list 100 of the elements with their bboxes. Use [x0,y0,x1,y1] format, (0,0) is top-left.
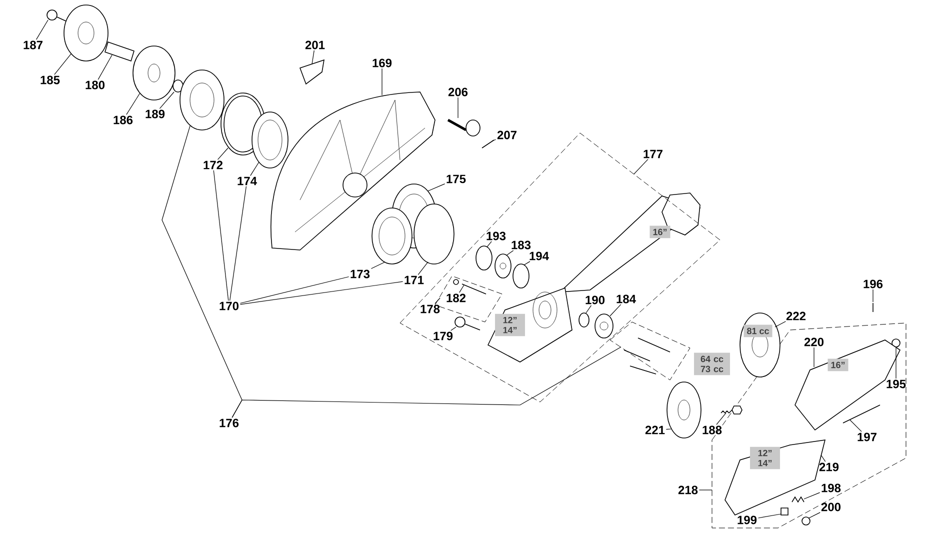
bolt [454,316,480,330]
callout-number: 219 [819,462,839,472]
leader-line [492,139,496,142]
callout-number: 186 [114,116,133,124]
callout-number: 187 [24,40,42,50]
callout-number: 200 [821,502,841,512]
leader-line [36,20,48,40]
group-outline [610,322,690,380]
leader-line [213,170,229,301]
leader-line [217,148,228,160]
callout-number: 174 [238,176,257,186]
leader-line [98,54,112,80]
bearing [594,314,614,338]
leader-line [240,281,404,305]
callout-number: 198 [822,484,841,492]
callout-number: 175 [446,174,466,184]
bearing [494,254,512,278]
leader-line [250,162,260,176]
leader-line [524,261,530,266]
callout-number: 183 [512,240,531,250]
callout-number: 197 [858,432,876,442]
flange [180,70,224,130]
leader-line [804,492,820,500]
leader-line [774,321,786,328]
callout-number: 180 [86,80,105,90]
bolt [46,10,68,22]
leader-line [634,159,648,174]
bearing [578,312,590,328]
callout-number: 170 [220,302,239,310]
callout-number: 169 [372,58,392,68]
pin [453,279,486,294]
callout-number: 171 [404,276,424,284]
leader-line [240,276,350,304]
leader-line [434,298,440,304]
disc [132,46,176,100]
leader-line [486,241,492,248]
size-tag: 81 cc [744,324,772,338]
callout-number: 222 [786,312,806,320]
callout-number: 173 [350,270,370,278]
callout-number: 194 [530,252,549,260]
size-tag: 12” 14” [750,446,780,470]
callout-number: 199 [738,516,757,524]
callout-number: 189 [146,110,165,118]
callout-number: 201 [305,40,325,50]
leader-line [610,304,622,316]
nut [780,508,788,516]
callout-number: 218 [678,486,698,494]
callout-number: 184 [616,294,636,304]
blade-guard [270,92,436,250]
callout-number: 182 [446,294,466,302]
callout-number: 207 [497,130,516,140]
rod [842,404,880,424]
ring [252,112,288,168]
leader-line [126,92,140,115]
leader-line [459,284,464,293]
washer [892,338,900,348]
spring [792,496,804,503]
leader-line [230,186,247,301]
callout-number: 193 [486,232,506,240]
nut [802,516,810,526]
size-tag: 16” [650,226,670,238]
callout-number: 196 [864,280,883,288]
leader-line [820,454,826,462]
nut [172,80,184,92]
ring [512,264,530,288]
leader-line [418,262,428,275]
leader-line [159,92,174,109]
leader-line [586,305,592,314]
callout-number: 172 [204,160,223,170]
leader-line [808,512,820,518]
size-tag: 12” 14” [495,314,525,336]
leader-line [758,514,782,518]
callout-number: 206 [448,88,468,96]
size-tag: 64 cc 73 cc [694,352,730,376]
callout-number: 179 [434,332,453,340]
leader-line [54,54,72,75]
callout-number: 185 [40,76,60,84]
callout-number: 220 [804,338,824,346]
size-tag: 16” [828,358,848,372]
callout-number: 177 [644,150,662,158]
leader-line [450,326,456,331]
leader-line [506,250,514,256]
callout-number: 221 [645,426,665,434]
leader-line [850,420,862,432]
disc [64,4,108,62]
bolt [720,406,742,414]
pulley [666,382,702,438]
leader-line [312,50,314,64]
ring [476,246,492,270]
callout-number: 195 [886,380,906,388]
callout-number: 178 [420,304,440,314]
leader-line [666,428,672,430]
callout-number: 190 [586,296,605,304]
lever [447,118,480,136]
leader-line [370,262,386,269]
leader-line [232,346,622,418]
callout-number: 188 [702,426,722,434]
leader-line [716,412,726,425]
leader-line [872,289,874,302]
screw [482,140,494,148]
